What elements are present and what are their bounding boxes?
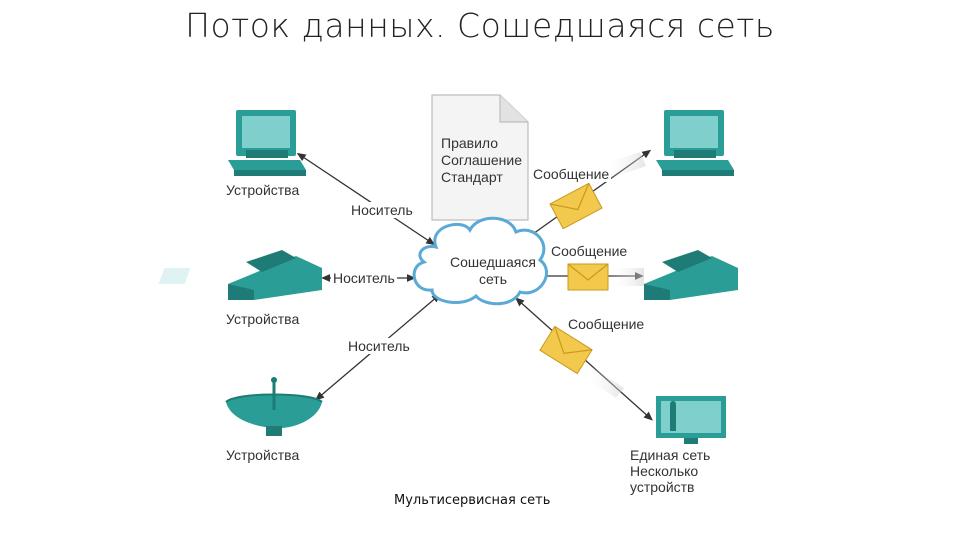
medium-label-middle: Носитель	[331, 270, 397, 286]
medium-label-bottom: Носитель	[346, 338, 412, 354]
cloud-icon	[412, 216, 548, 306]
tv-label: Единая сеть Несколько устройств	[630, 447, 710, 495]
envelope-icon-3	[539, 325, 624, 398]
envelope-icon-1	[549, 152, 646, 230]
cloud-line-1: Сошедшаяся	[450, 254, 536, 270]
document-line-standard: Стандарт	[441, 169, 503, 185]
tv-icon	[656, 396, 726, 444]
tv-label-line-1: Единая сеть	[630, 447, 711, 463]
medium-label-top: Носитель	[349, 202, 415, 218]
computer-icon-right	[656, 110, 734, 176]
devices-label-middle-left: Устройства	[226, 311, 300, 327]
cloud-line-2: сеть	[478, 271, 508, 287]
document-line-rule: Правило	[441, 135, 499, 151]
tv-label-line-2: Несколько	[630, 463, 699, 479]
page-title: Поток данных. Сошедшаяся сеть	[185, 6, 775, 45]
tv-label-line-3: устройств	[630, 479, 695, 495]
computer-icon-left	[228, 110, 306, 176]
satellite-dish-icon	[225, 377, 323, 436]
message-label-bottom: Сообщение	[568, 316, 645, 332]
devices-label-top-left: Устройства	[226, 182, 300, 198]
envelope-icon-2	[567, 263, 644, 291]
document-text: Правило Соглашение Стандарт	[441, 135, 522, 186]
message-label-middle: Сообщение	[551, 243, 628, 259]
cloud-label: Сошедшаяся сеть	[425, 254, 561, 288]
devices-label-bottom-left: Устройства	[226, 447, 300, 463]
link-computer-left	[296, 152, 436, 246]
document-line-agreement: Соглашение	[441, 152, 523, 168]
document-icon	[431, 94, 529, 221]
phone-icon-left	[158, 250, 322, 300]
message-label-top: Сообщение	[531, 166, 612, 182]
caption: Мультисервисная сеть	[394, 493, 551, 508]
